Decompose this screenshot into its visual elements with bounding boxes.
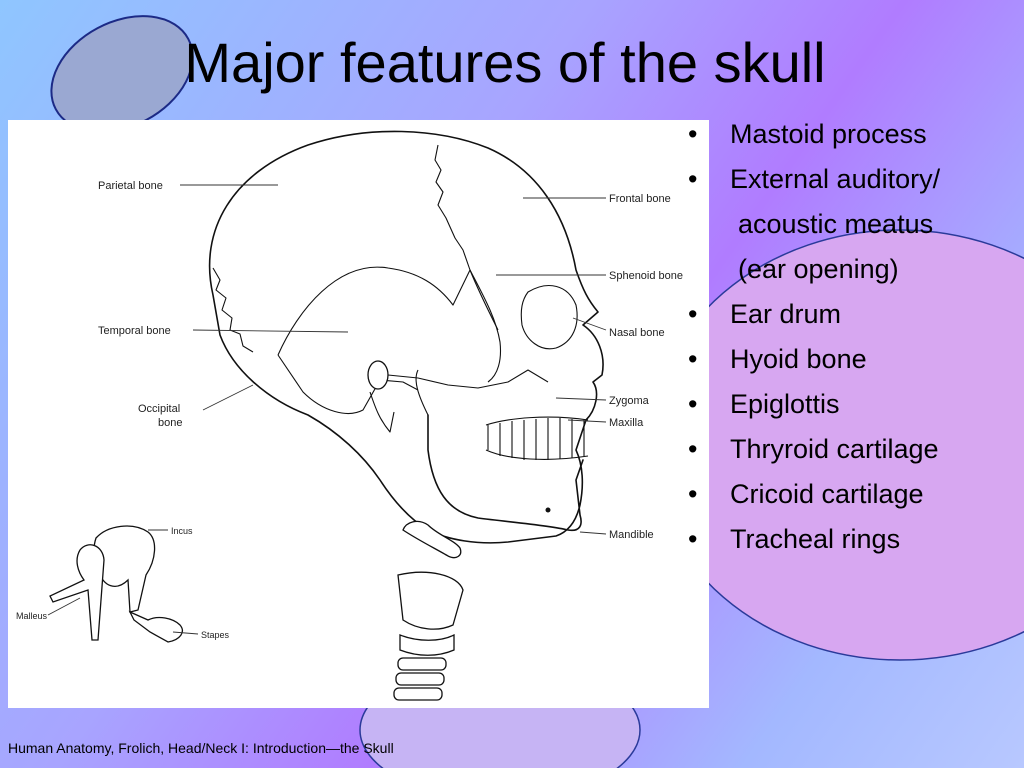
list-item-text: (ear opening) bbox=[738, 254, 899, 284]
temporal-outline bbox=[277, 266, 499, 356]
zygomatic-arch bbox=[387, 369, 549, 389]
external-auditory-meatus bbox=[367, 360, 389, 390]
tracheal-ring-3 bbox=[393, 687, 443, 701]
list-item: • Mastoid process bbox=[688, 112, 940, 157]
list-item-text: Hyoid bone bbox=[730, 344, 867, 374]
list-item-text: Mastoid process bbox=[730, 119, 927, 149]
feature-list: • Mastoid process • External auditory/ aco… bbox=[688, 112, 940, 562]
sphenoid-outline bbox=[469, 269, 502, 383]
list-item-text: Thryroid cartilage bbox=[730, 434, 939, 464]
orbit bbox=[520, 285, 578, 350]
list-item-continuation: acoustic meatus bbox=[688, 202, 940, 247]
list-item-text: External auditory/ bbox=[730, 164, 941, 194]
bullet-marker: • bbox=[688, 344, 698, 374]
label-parietal-bone: Parietal bone bbox=[98, 180, 163, 192]
list-item-text: Tracheal rings bbox=[730, 524, 901, 554]
list-item: • Tracheal rings bbox=[688, 517, 940, 562]
stapes-shape bbox=[128, 610, 183, 643]
list-item: • Thryroid cartilage bbox=[688, 427, 940, 472]
label-incus: Incus bbox=[171, 526, 193, 536]
thyroid-cartilage bbox=[397, 571, 464, 630]
teeth bbox=[485, 416, 589, 460]
cricoid-cartilage bbox=[399, 633, 455, 656]
label-zygoma: Zygoma bbox=[609, 395, 650, 407]
tracheal-ring-1 bbox=[397, 657, 447, 671]
list-item-continuation: (ear opening) bbox=[688, 247, 940, 292]
bullet-marker: • bbox=[688, 524, 698, 554]
malleus-shape bbox=[49, 544, 105, 641]
coronal-suture bbox=[434, 144, 471, 271]
label-sphenoid-bone: Sphenoid bone bbox=[609, 270, 683, 282]
list-item-text: Ear drum bbox=[730, 299, 842, 329]
mastoid-process bbox=[369, 391, 395, 433]
mandible-ramus bbox=[415, 369, 429, 416]
list-item: • Cricoid cartilage bbox=[688, 472, 940, 517]
temporal-lower bbox=[277, 354, 419, 414]
list-item: • Ear drum bbox=[688, 292, 940, 337]
label-nasal-bone: Nasal bone bbox=[609, 327, 665, 339]
list-item: • Epiglottis bbox=[688, 382, 940, 427]
bullet-marker: • bbox=[688, 389, 698, 419]
lambdoid-suture bbox=[212, 267, 254, 353]
hyoid-bone bbox=[402, 520, 462, 559]
bullet-marker: • bbox=[688, 119, 698, 149]
background-ellipse-left bbox=[50, 15, 194, 133]
bullet-marker: • bbox=[688, 479, 698, 509]
bullet-marker: • bbox=[688, 299, 698, 329]
bullet-marker: • bbox=[688, 164, 698, 194]
label-mandible: Mandible bbox=[609, 529, 654, 541]
label-occipital-bone-line1: Occipital bbox=[138, 403, 180, 415]
slide-footer: Human Anatomy, Frolich, Head/Neck I: Int… bbox=[8, 740, 394, 756]
skull-figure: Parietal bone Frontal bone Sphenoid bone… bbox=[8, 120, 709, 708]
label-malleus: Malleus bbox=[16, 611, 48, 621]
mandible-outline bbox=[427, 414, 584, 532]
cranium-outline bbox=[208, 130, 604, 544]
list-item: • Hyoid bone bbox=[688, 337, 940, 382]
label-temporal-bone: Temporal bone bbox=[98, 325, 171, 337]
label-stapes: Stapes bbox=[201, 630, 230, 640]
bullet-marker: • bbox=[688, 434, 698, 464]
skull-diagram: Parietal bone Frontal bone Sphenoid bone… bbox=[16, 130, 683, 701]
list-item: • External auditory/ bbox=[688, 157, 940, 202]
label-maxilla: Maxilla bbox=[609, 417, 644, 429]
tracheal-ring-2 bbox=[395, 672, 445, 686]
mental-foramen bbox=[545, 507, 551, 513]
label-frontal-bone: Frontal bone bbox=[609, 193, 671, 205]
slide-title: Major features of the skull bbox=[184, 31, 826, 94]
ear-ossicles bbox=[49, 525, 183, 643]
list-item-text: acoustic meatus bbox=[738, 209, 934, 239]
list-item-text: Epiglottis bbox=[730, 389, 840, 419]
label-occipital-bone-line2: bone bbox=[158, 417, 182, 429]
list-item-text: Cricoid cartilage bbox=[730, 479, 924, 509]
